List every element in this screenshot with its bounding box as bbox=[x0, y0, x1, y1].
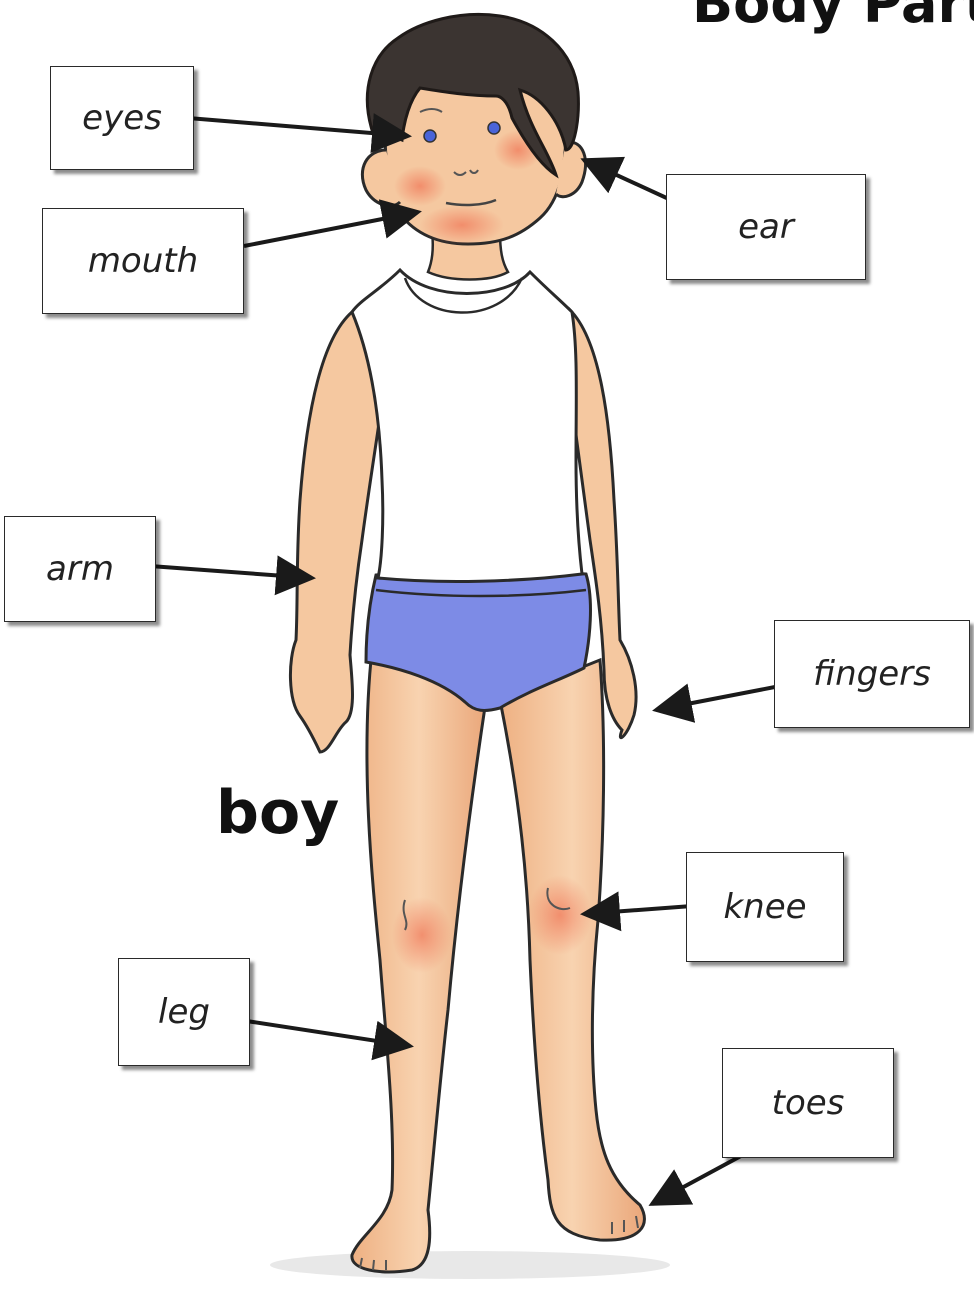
feet-shadow bbox=[270, 1251, 670, 1279]
figure-label: boy bbox=[216, 778, 339, 848]
label-eyes: eyes bbox=[50, 66, 194, 170]
arrow-fingers bbox=[656, 686, 780, 710]
label-toes: toes bbox=[722, 1048, 894, 1158]
eye-left bbox=[424, 130, 436, 142]
page-title: Body Parts bbox=[692, 0, 974, 35]
label-leg: leg bbox=[118, 958, 250, 1066]
arrow-mouth bbox=[244, 212, 418, 246]
arrow-toes bbox=[652, 1150, 752, 1204]
label-knee: knee bbox=[686, 852, 844, 962]
eye-right bbox=[488, 122, 500, 134]
label-arm: arm bbox=[4, 516, 156, 622]
label-ear: ear bbox=[666, 174, 866, 280]
label-fingers: fingers bbox=[774, 620, 970, 728]
arrow-arm bbox=[150, 566, 312, 578]
label-mouth: mouth bbox=[42, 208, 244, 314]
vest bbox=[352, 270, 582, 581]
